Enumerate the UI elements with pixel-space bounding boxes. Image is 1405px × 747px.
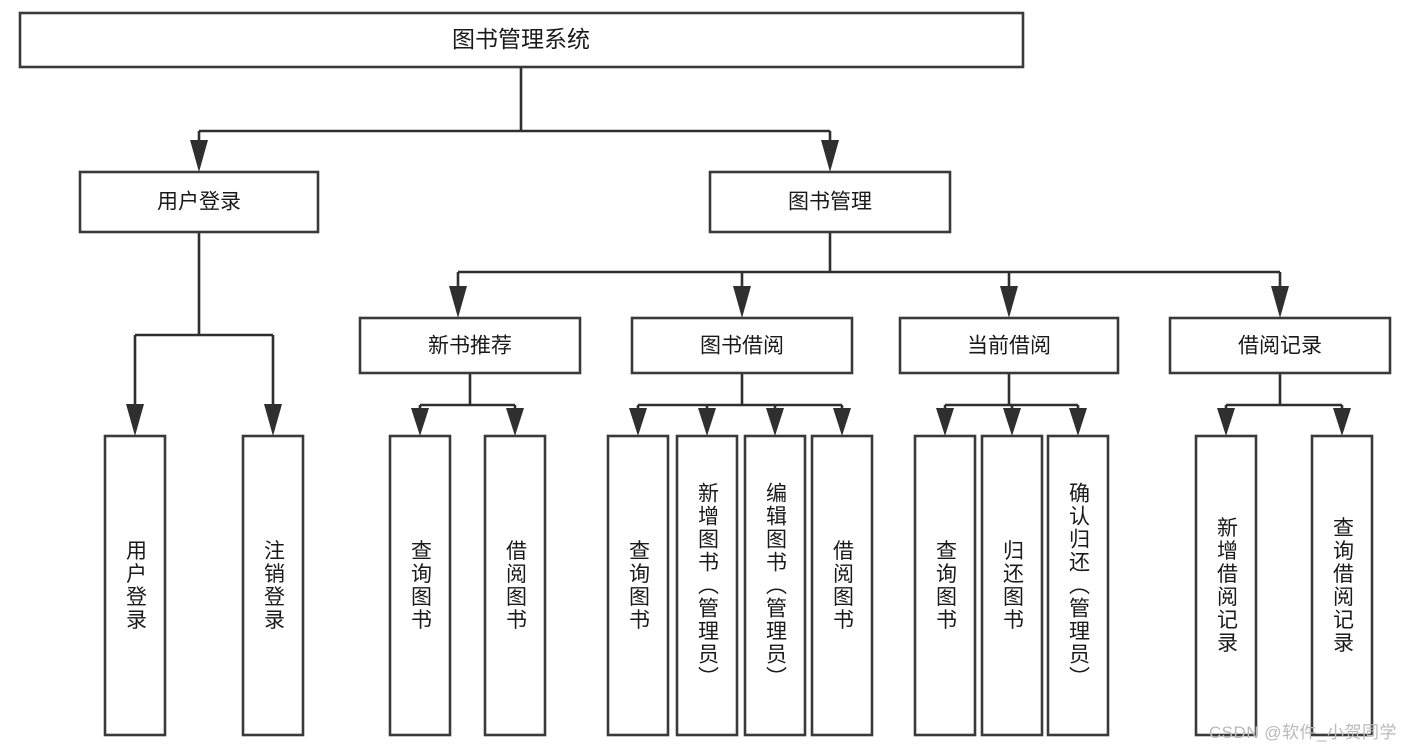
node-leaf-borrow-book-2-label: 借阅图书: [831, 540, 855, 632]
arrow-icon-user-login: [190, 140, 208, 172]
node-leaf-query-record-label: 查询借阅记录: [1331, 517, 1355, 655]
node-leaf-query-book-1[interactable]: 查询图书: [388, 434, 452, 737]
arrow-icon-leaf-add-record: [1217, 408, 1235, 436]
node-book-borrow[interactable]: 图书借阅: [630, 316, 854, 375]
node-current-borrow-label: 当前借阅: [967, 335, 1051, 358]
node-leaf-user-logout-label: 注销登录: [262, 540, 286, 632]
node-leaf-query-book-1-label: 查询图书: [409, 540, 433, 632]
node-leaf-return-book[interactable]: 归还图书: [980, 434, 1044, 737]
node-current-borrow[interactable]: 当前借阅: [898, 316, 1120, 375]
node-leaf-add-book[interactable]: 新增图书（管理员）: [675, 434, 739, 737]
node-leaf-confirm-return-label: 确认归还（管理员）: [1067, 482, 1091, 689]
node-leaf-query-book-2-label: 查询图书: [627, 540, 651, 632]
node-leaf-borrow-book-2[interactable]: 借阅图书: [810, 434, 874, 737]
node-leaf-query-record[interactable]: 查询借阅记录: [1310, 434, 1374, 737]
arrow-icon-leaf-add-book: [698, 408, 716, 436]
node-book-manage-label: 图书管理: [788, 191, 872, 214]
arrow-icon-leaf-borrow-book-1: [506, 408, 524, 436]
node-leaf-query-book-3[interactable]: 查询图书: [913, 434, 977, 737]
arrow-icon-leaf-query-book-2: [629, 408, 647, 436]
node-root[interactable]: 图书管理系统: [18, 11, 1025, 69]
connector-layer: [126, 67, 1351, 436]
node-leaf-add-record-box[interactable]: [1194, 434, 1258, 737]
node-root-box[interactable]: [18, 11, 1025, 69]
node-leaf-query-book-3-box[interactable]: [913, 434, 977, 737]
node-leaf-edit-book[interactable]: 编辑图书（管理员）: [743, 434, 807, 737]
arrow-icon-leaf-borrow-book-2: [833, 408, 851, 436]
arrow-icon-borrow-record: [1271, 286, 1289, 318]
node-new-book-recommend[interactable]: 新书推荐: [358, 316, 582, 375]
arrow-icon-leaf-edit-book: [766, 408, 784, 436]
arrow-icon-leaf-return-book: [1003, 408, 1021, 436]
node-new-book-recommend-box[interactable]: [358, 316, 582, 375]
node-leaf-borrow-book-1[interactable]: 借阅图书: [483, 434, 547, 737]
node-leaf-query-book-2[interactable]: 查询图书: [606, 434, 670, 737]
node-leaf-edit-book-box[interactable]: [743, 434, 807, 737]
node-leaf-borrow-book-2-box[interactable]: [810, 434, 874, 737]
node-borrow-record-box[interactable]: [1168, 316, 1392, 375]
arrow-icon-leaf-query-book-1: [411, 408, 429, 436]
node-book-manage-box[interactable]: [708, 170, 952, 234]
node-book-borrow-label: 图书借阅: [700, 335, 784, 358]
node-borrow-record-label: 借阅记录: [1238, 335, 1322, 358]
node-leaf-user-login-label: 用户登录: [124, 540, 148, 632]
node-leaf-add-book-box[interactable]: [675, 434, 739, 737]
arrow-icon-leaf-confirm-return: [1069, 408, 1087, 436]
node-new-book-recommend-label: 新书推荐: [428, 335, 512, 358]
node-leaf-add-book-label: 新增图书（管理员）: [696, 482, 720, 689]
node-user-login-box[interactable]: [78, 170, 320, 234]
node-root-label: 图书管理系统: [452, 26, 590, 52]
node-book-borrow-box[interactable]: [630, 316, 854, 375]
node-leaf-query-book-2-box[interactable]: [606, 434, 670, 737]
node-leaf-confirm-return-box[interactable]: [1046, 434, 1110, 737]
node-leaf-confirm-return[interactable]: 确认归还（管理员）: [1046, 434, 1110, 737]
node-leaf-user-login[interactable]: 用户登录: [103, 434, 167, 737]
node-leaf-edit-book-label: 编辑图书（管理员）: [764, 482, 788, 689]
node-leaf-add-record[interactable]: 新增借阅记录: [1194, 434, 1258, 737]
arrow-icon-leaf-user-login: [126, 404, 144, 436]
node-leaf-user-logout-box[interactable]: [241, 434, 305, 737]
node-leaf-borrow-book-1-box[interactable]: [483, 434, 547, 737]
node-leaf-query-book-1-box[interactable]: [388, 434, 452, 737]
node-leaf-user-login-box[interactable]: [103, 434, 167, 737]
node-leaf-query-record-box[interactable]: [1310, 434, 1374, 737]
node-user-login[interactable]: 用户登录: [78, 170, 320, 234]
arrow-icon-current-borrow: [1000, 286, 1018, 318]
node-leaf-query-book-3-label: 查询图书: [934, 540, 958, 632]
node-current-borrow-box[interactable]: [898, 316, 1120, 375]
node-leaf-user-logout[interactable]: 注销登录: [241, 434, 305, 737]
node-leaf-return-book-label: 归还图书: [1001, 540, 1025, 632]
node-leaf-borrow-book-1-label: 借阅图书: [504, 540, 528, 632]
node-user-login-label: 用户登录: [157, 191, 241, 214]
node-borrow-record[interactable]: 借阅记录: [1168, 316, 1392, 375]
node-leaf-add-record-label: 新增借阅记录: [1215, 517, 1239, 655]
node-leaf-return-book-box[interactable]: [980, 434, 1044, 737]
arrow-icon-book-borrow: [733, 286, 751, 318]
arrow-icon-leaf-user-logout: [264, 404, 282, 436]
arrow-icon-new-book-recommend: [449, 286, 467, 318]
node-book-manage[interactable]: 图书管理: [708, 170, 952, 234]
arrow-icon-leaf-query-book-3: [936, 408, 954, 436]
arrow-icon-book-manage: [821, 140, 839, 172]
arrow-icon-leaf-query-record: [1333, 408, 1351, 436]
